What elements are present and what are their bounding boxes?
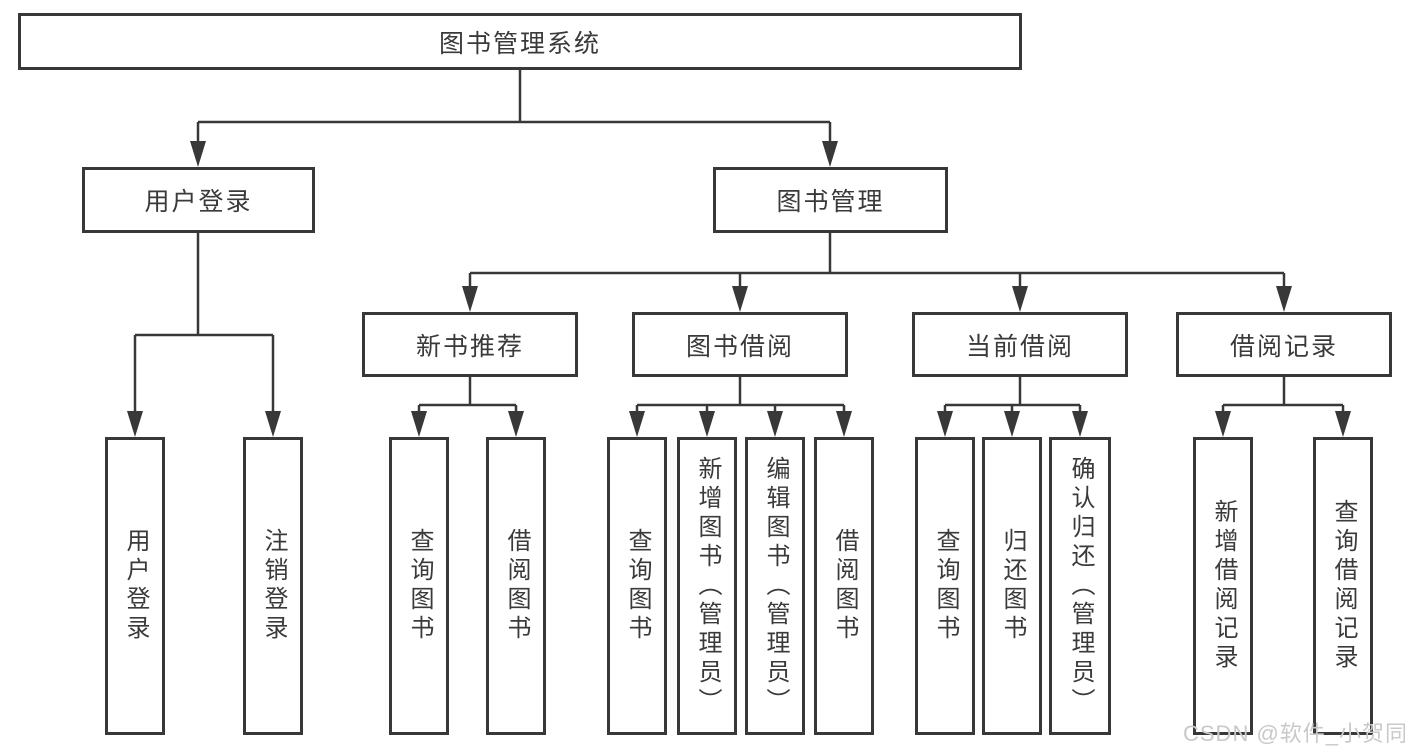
leaf-add-books-admin: 新增图书（管理员） [677, 437, 737, 735]
leaf-confirm-return-admin: 确认归还（管理员） [1049, 437, 1111, 735]
leaf-logout: 注销登录 [243, 437, 303, 735]
leaf-query-books-newbook: 查询图书 [389, 437, 449, 735]
leaf-borrow-books-newbook: 借阅图书 [486, 437, 546, 735]
leaf-borrow-books-borrow: 借阅图书 [814, 437, 874, 735]
leaf-label: 查询借阅记录 [1330, 499, 1357, 673]
leaf-label: 借阅图书 [503, 528, 530, 644]
leaf-label: 归还图书 [999, 528, 1026, 644]
leaf-user-login: 用户登录 [105, 437, 165, 735]
csdn-watermark: CSDN @软件_小贺同学 [1183, 721, 1405, 746]
leaf-query-books-borrow: 查询图书 [607, 437, 667, 735]
leaf-add-borrow-record: 新增借阅记录 [1193, 437, 1253, 735]
leaf-edit-books-admin: 编辑图书（管理员） [745, 437, 805, 735]
leaf-label: 查询图书 [932, 528, 959, 644]
leaf-query-borrow-record: 查询借阅记录 [1313, 437, 1373, 735]
node-user-login: 用户登录 [82, 167, 315, 233]
node-new-book-recommend: 新书推荐 [362, 312, 578, 377]
leaf-label: 用户登录 [122, 528, 149, 644]
leaf-return-books: 归还图书 [982, 437, 1042, 735]
node-current-borrow: 当前借阅 [912, 312, 1128, 377]
node-book-management: 图书管理 [713, 167, 948, 233]
leaf-label: 确认归还（管理员） [1067, 455, 1094, 717]
node-book-borrow: 图书借阅 [632, 312, 848, 377]
leaf-label: 查询图书 [624, 528, 651, 644]
node-library-management-system: 图书管理系统 [18, 13, 1022, 70]
leaf-query-books-current: 查询图书 [915, 437, 975, 735]
node-borrow-records: 借阅记录 [1176, 312, 1392, 377]
leaf-label: 借阅图书 [831, 528, 858, 644]
leaf-label: 编辑图书（管理员） [762, 455, 789, 717]
leaf-label: 新增图书（管理员） [694, 455, 721, 717]
leaf-label: 查询图书 [406, 528, 433, 644]
leaf-label: 新增借阅记录 [1210, 499, 1237, 673]
leaf-label: 注销登录 [260, 528, 287, 644]
